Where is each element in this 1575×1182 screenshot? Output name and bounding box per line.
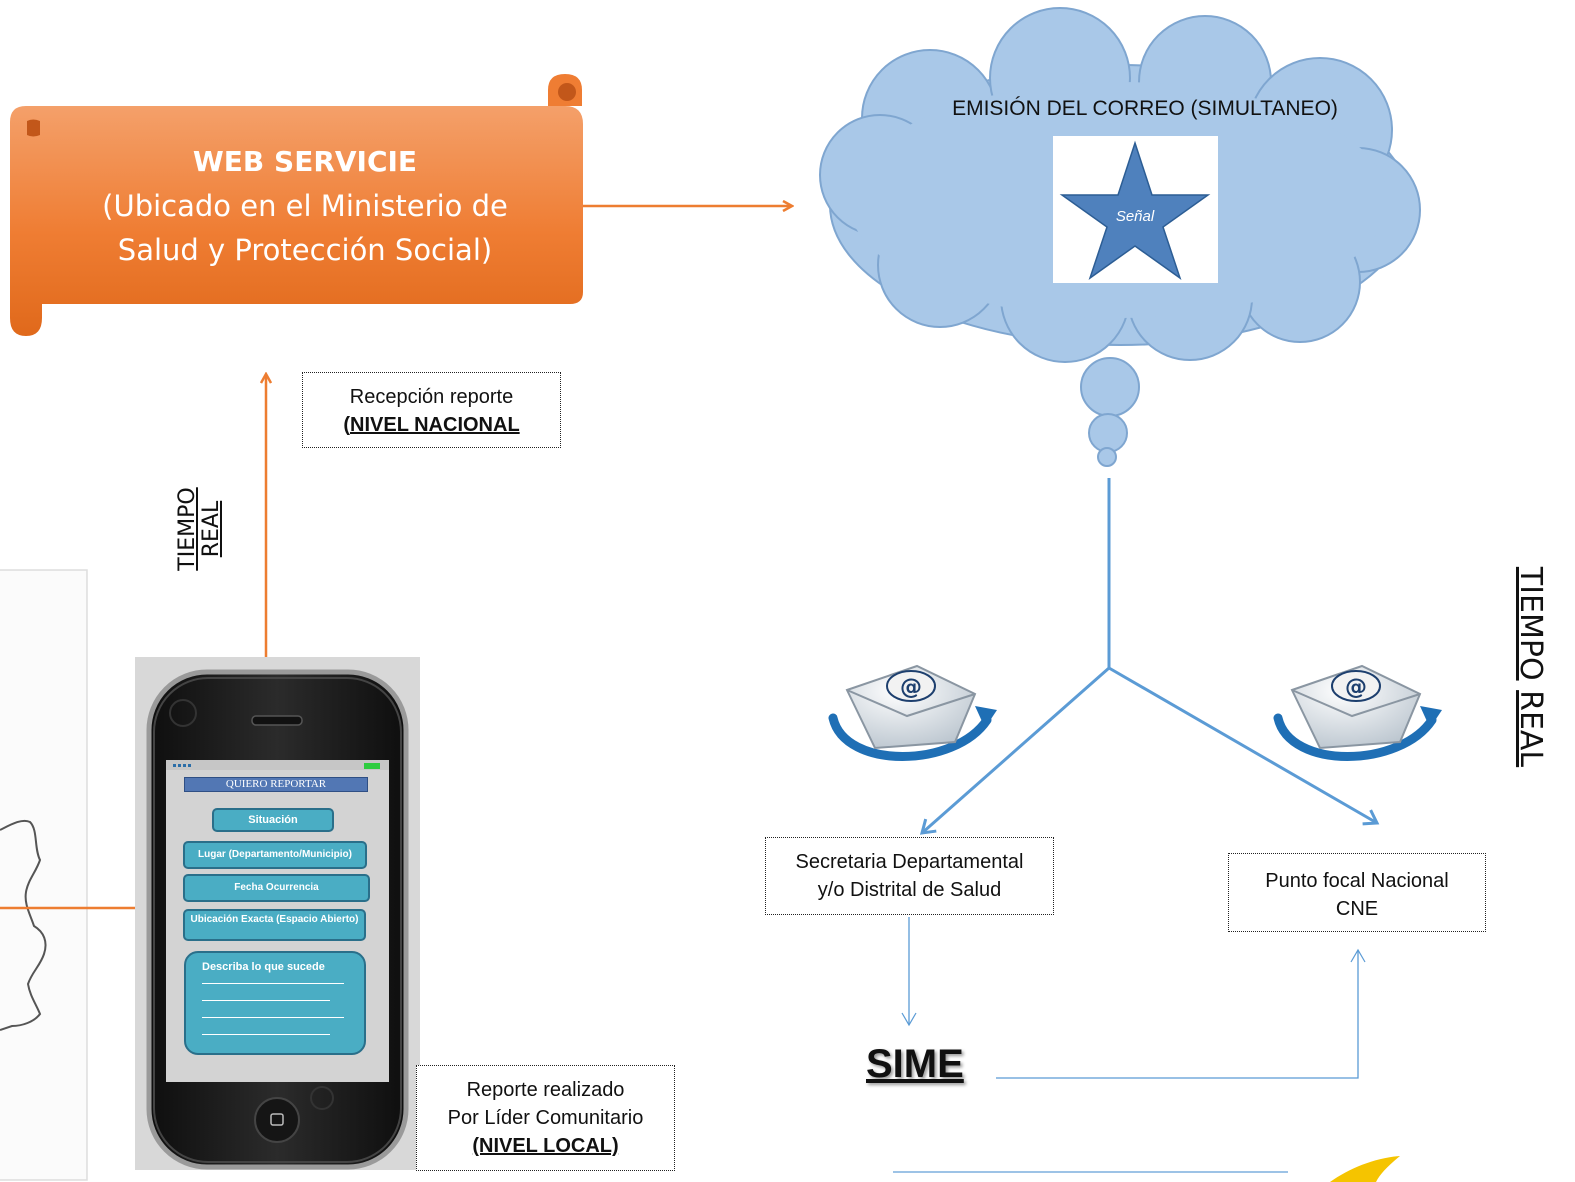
svg-text:@: @ xyxy=(1345,675,1367,700)
nacional-prefix: ( xyxy=(343,414,351,436)
phone-describe-area[interactable]: Describa lo que sucede xyxy=(184,951,366,1055)
web-service-line1: (Ubicado en el Ministerio de xyxy=(102,189,508,223)
phone-describe-label: Describa lo que sucede xyxy=(202,961,325,973)
punto-focal-box: Punto focal Nacional CNE xyxy=(1228,853,1486,932)
phone-field-situacion[interactable]: Situación xyxy=(212,808,334,832)
nacional-box: Recepción reporte (NIVEL NACIONAL xyxy=(302,372,561,448)
tiempo-real-right-word1: TIEMPO xyxy=(1513,566,1548,681)
local-box: Reporte realizado Por Líder Comunitario … xyxy=(416,1065,675,1171)
web-service-scroll xyxy=(10,74,583,336)
secretaria-line2: y/o Distrital de Salud xyxy=(817,879,1002,901)
svg-text:@: @ xyxy=(900,675,922,700)
phone-header: QUIERO REPORTAR xyxy=(184,777,368,792)
nacional-line1: Recepción reporte xyxy=(349,386,514,408)
tiempo-real-left-line2: REAL xyxy=(199,500,224,558)
map-fragment xyxy=(0,569,88,1181)
email-icon: @ xyxy=(828,664,997,761)
nacional-line2: (NIVEL NACIONAL xyxy=(303,411,560,439)
web-service-title: WEB SERVICIE xyxy=(192,145,418,178)
bottom-logo-fragment xyxy=(1330,1156,1400,1182)
secretaria-line1: Secretaria Departamental xyxy=(795,851,1024,873)
star-label: Señal xyxy=(1115,208,1155,225)
phone-field-lugar[interactable]: Lugar (Departamento/Municipio) xyxy=(183,841,367,869)
local-line2: Por Líder Comunitario xyxy=(447,1107,644,1129)
cloud-title: EMISIÓN DEL CORREO (SIMULTANEO) xyxy=(952,97,1338,120)
bottom-divider xyxy=(893,1171,1288,1173)
phone-field-ubicacion[interactable]: Ubicación Exacta (Espacio Abierto) xyxy=(183,909,366,941)
secretaria-box: Secretaria Departamental y/o Distrital d… xyxy=(765,837,1054,915)
punto-focal-line2: CNE xyxy=(1335,898,1379,920)
nacional-level: NIVEL NACIONAL xyxy=(350,414,520,436)
arrow-to-secretaria xyxy=(919,666,1110,835)
web-service-line2: Salud y Protección Social) xyxy=(117,233,493,267)
tiempo-real-right: TIEMPO REAL xyxy=(1511,557,1549,777)
tiempo-real-left-line1: TIEMPO xyxy=(175,487,200,571)
arrow-to-punto-focal xyxy=(1108,666,1380,826)
web-service-label: WEB SERVICIE (Ubicado en el Ministerio d… xyxy=(60,140,550,272)
tiempo-real-right-word2: REAL xyxy=(1513,690,1548,768)
tiempo-real-left: TIEMPO REAL xyxy=(175,474,224,584)
local-line3: (NIVEL LOCAL) xyxy=(472,1135,619,1157)
email-icon: @ xyxy=(1273,664,1442,761)
star-icon xyxy=(1059,140,1211,280)
phone-field-fecha[interactable]: Fecha Ocurrencia xyxy=(183,874,370,902)
sime-label: SIME xyxy=(866,1042,964,1086)
punto-focal-line1: Punto focal Nacional xyxy=(1265,870,1449,892)
arrow-sime-to-punto-focal xyxy=(996,948,1366,1079)
local-line1: Reporte realizado xyxy=(466,1079,625,1101)
